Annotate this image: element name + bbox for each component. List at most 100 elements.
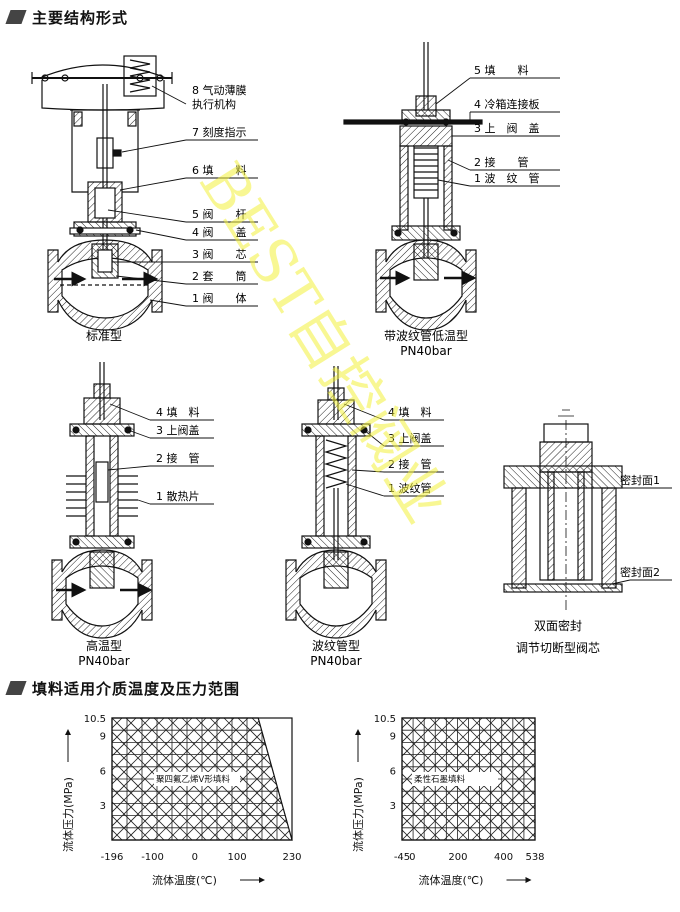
section-title: 主要结构形式 [32, 8, 129, 27]
hatch-line [602, 718, 680, 840]
callout-label: 密封面1 [620, 473, 660, 487]
hatch-line [485, 718, 535, 840]
hatch-line [0, 718, 38, 840]
shutoff-callout-lines [611, 487, 672, 585]
callout-label: 3 上 阀 盖 [474, 121, 540, 135]
valve-rating: PN40bar [400, 344, 451, 358]
hatch-line [640, 718, 680, 840]
x-axis-label: 流体温度(℃) [419, 873, 484, 887]
hatch-line [532, 718, 654, 840]
hatch-line [112, 718, 179, 840]
callout-label: 2 套 筒 [192, 269, 247, 283]
hatch-line [112, 718, 151, 840]
x-tick-label: 100 [228, 852, 247, 863]
x-tick-label: -196 [101, 852, 124, 863]
hatch-line [546, 718, 668, 840]
hatch-line [237, 718, 292, 840]
valve-caption: 标准型 [86, 329, 122, 343]
x-axis-label: 流体温度(℃) [152, 873, 217, 887]
hatch-line [560, 718, 680, 840]
hatch-line [112, 718, 207, 840]
chart-frame [111, 717, 293, 841]
hatch-line [0, 718, 52, 840]
callout-label: 8 气动薄膜 [192, 83, 247, 97]
callout-label: 3 阀 芯 [192, 247, 247, 261]
hatch-line [560, 718, 680, 840]
hatch-line [499, 718, 535, 840]
y-tick-label: 9 [100, 731, 106, 742]
x-tick-label: -100 [141, 852, 164, 863]
valve-caption: 带波纹管低温型 [384, 328, 468, 343]
hatch-line [542, 718, 664, 840]
hatch-line [612, 718, 680, 840]
hatch-line [279, 718, 292, 840]
callout-label: 1 散热片 [156, 489, 200, 503]
hatch-line [546, 718, 668, 840]
hatch-line [237, 718, 292, 840]
standard-valve-drawing [31, 55, 173, 331]
hatch-line [265, 718, 292, 840]
hatch-line [402, 718, 455, 840]
hatch-line [0, 718, 24, 840]
hatch-line [0, 718, 108, 840]
hatch-line [542, 718, 664, 840]
hatch-line [0, 718, 10, 840]
hatch-line [626, 718, 680, 840]
y-tick-label: 9 [390, 731, 396, 742]
valve-rating: PN40bar [78, 654, 129, 668]
hatch-line [630, 718, 680, 840]
y-tick-label: 3 [390, 801, 396, 812]
hatch-line [195, 718, 292, 840]
section-title: 填料适用介质温度及压力范围 [32, 679, 241, 698]
y-tick-label: 6 [390, 766, 396, 777]
hatch-line [0, 718, 10, 840]
y-tick-label: 6 [100, 766, 106, 777]
hatch-line [112, 718, 151, 840]
high-temp-valve-drawing [51, 362, 153, 639]
hatch-line [668, 718, 680, 840]
hatch-line [654, 718, 680, 840]
callout-label: 1 阀 体 [192, 291, 247, 305]
hatch-line [626, 718, 680, 840]
hatch-line [0, 718, 108, 840]
callout-label: 4 阀 盖 [192, 225, 247, 239]
hatch-line [598, 718, 680, 840]
hatch-line [0, 718, 52, 840]
y-tick-label: 10.5 [374, 714, 396, 725]
region-label-bg [154, 772, 240, 786]
x-tick-label: 0 [192, 852, 198, 863]
hatch-line [518, 718, 640, 840]
hatch-line [0, 718, 94, 840]
hatch-line [570, 718, 680, 840]
callout-label: 2 接 管 [474, 155, 529, 169]
hatch-line [574, 718, 680, 840]
bellows-low-temp-valve-drawing [343, 42, 483, 331]
shutoff-plug-drawing [503, 409, 623, 610]
hatch-line [672, 718, 680, 840]
hatch-line [0, 718, 66, 840]
chart-frame [401, 717, 536, 841]
callout-label: 3 上阀盖 [156, 423, 200, 437]
hatch-line [588, 718, 680, 840]
section-header-packing: 填料适用介质温度及压力范围 [5, 677, 241, 699]
hatch-line [112, 718, 137, 840]
callout-label: 5 填 料 [474, 63, 529, 77]
x-tick-label: 200 [448, 852, 467, 863]
valve-subcaption: 双面密封 [534, 618, 582, 633]
x-tick-label: 0 [409, 852, 415, 863]
hatch-line [658, 718, 680, 840]
hatch-line [0, 718, 38, 840]
callout-label: 2 接 管 [388, 457, 432, 471]
callout-label: 4 冷箱连接板 [474, 97, 540, 111]
valve-caption: 高温型 [86, 638, 122, 653]
hatch-line [602, 718, 680, 840]
hatch-line [0, 718, 66, 840]
callout-label: 执行机构 [192, 97, 236, 111]
hatch-line [471, 718, 535, 840]
hatch-line [112, 718, 193, 840]
hatch-line [262, 718, 384, 840]
hatch-line [402, 718, 427, 840]
hatch-line [499, 718, 535, 840]
region-label: 聚四氟乙烯V形填料 [156, 774, 230, 785]
